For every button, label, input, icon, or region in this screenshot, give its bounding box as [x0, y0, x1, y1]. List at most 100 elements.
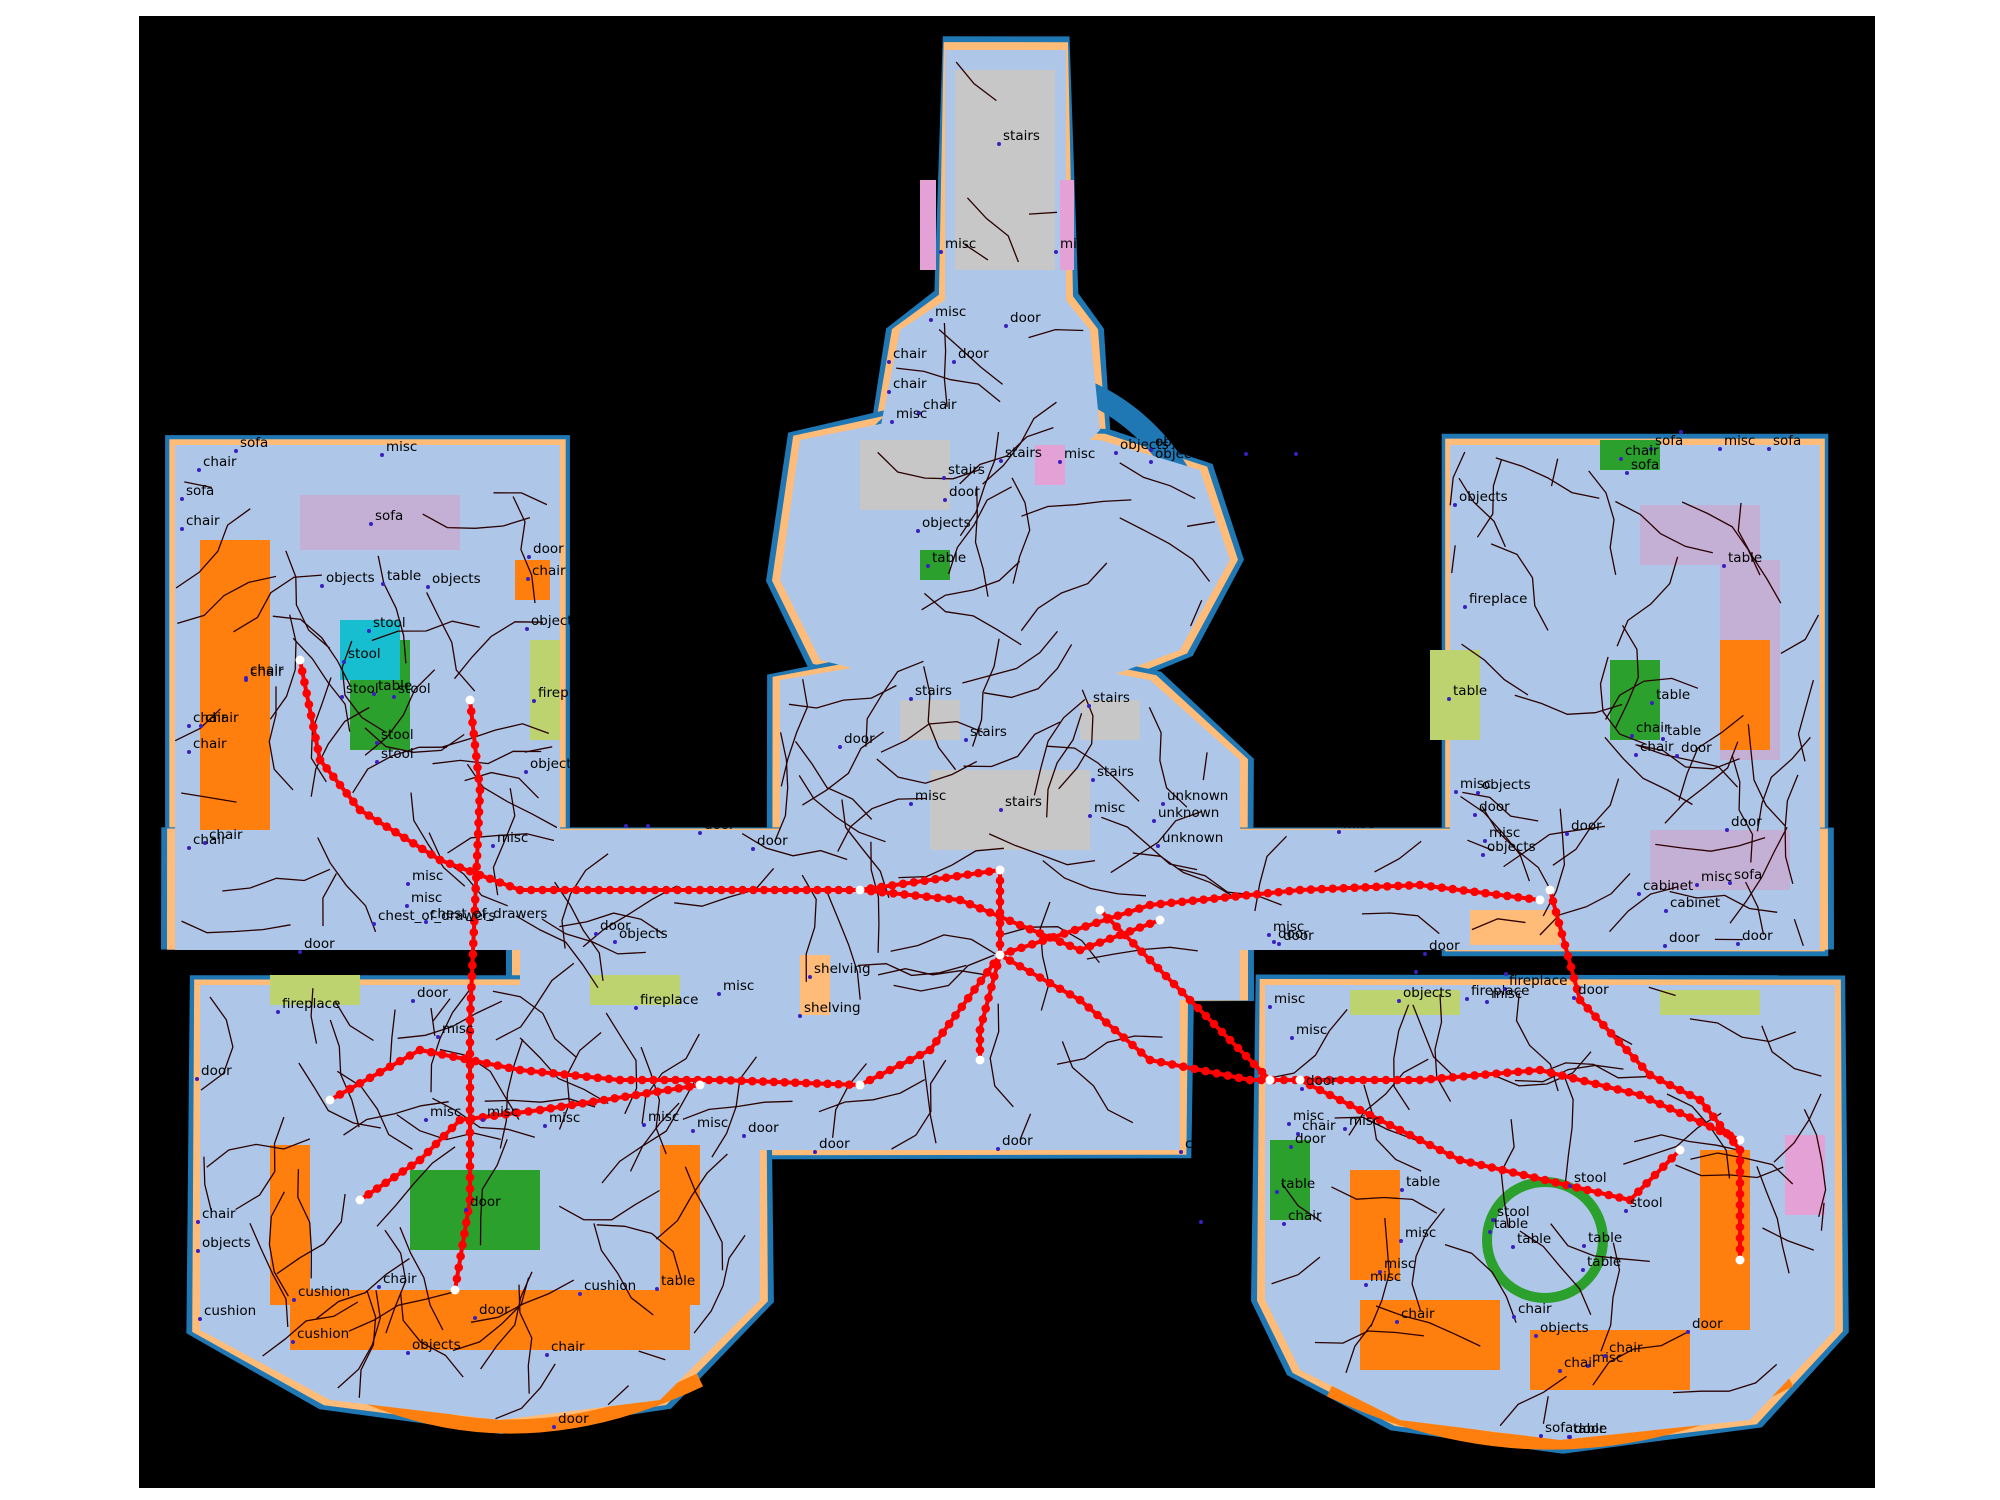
graph-edge [1803, 1109, 1827, 1218]
room-label-misc: misc [487, 1104, 518, 1120]
graph-edge [1148, 707, 1188, 808]
route-dot [1470, 1071, 1479, 1080]
room-label-table: table [1494, 1216, 1528, 1232]
room-label-stairs: stairs [1005, 445, 1042, 461]
route-dot [748, 1076, 757, 1086]
graph-edge [397, 1000, 503, 1039]
label-anchor [187, 846, 191, 850]
room-label-table: table [1281, 1176, 1315, 1192]
route-dot [578, 1099, 587, 1108]
route-dot [889, 889, 898, 898]
route-dot [1404, 1075, 1413, 1085]
label-anchor [1290, 1036, 1294, 1040]
route-dot [439, 1131, 449, 1141]
route-dot [1359, 1075, 1368, 1085]
room-label-objects: objects [1482, 777, 1531, 793]
label-anchor [1364, 1283, 1368, 1287]
route-dot [1375, 1115, 1385, 1125]
room-label-misc: misc [1296, 1022, 1327, 1038]
graph-edge [640, 1046, 667, 1155]
route-dot [1169, 979, 1179, 989]
room-label-fireplace: fireplace [640, 992, 698, 1008]
room-label-misc: misc [1685, 416, 1716, 432]
room-label-misc: misc [1491, 986, 1522, 1002]
graph-edge [831, 1063, 868, 1138]
route-dot [1274, 887, 1283, 897]
route-dot [311, 733, 320, 743]
waypoint-node [995, 950, 1005, 960]
room-label-misc: misc [1205, 1206, 1236, 1222]
route-dot [1554, 918, 1564, 928]
room-label-objects: objects [530, 756, 579, 772]
graph-edge [1028, 328, 1084, 339]
graph-edge [554, 881, 604, 981]
room-label-objects: objects [1155, 446, 1204, 462]
graph-edge [1678, 714, 1744, 801]
graph-edge [798, 775, 886, 843]
route-dot [1084, 1003, 1094, 1012]
route-dot [628, 885, 637, 895]
graph-edge [479, 1139, 508, 1246]
route-dot [1035, 973, 1045, 982]
room-label-door: door [844, 731, 875, 747]
graph-edge [1745, 881, 1765, 935]
route-dot [1135, 923, 1145, 932]
table-right-top [1600, 440, 1660, 470]
route-dot [1167, 898, 1176, 908]
graph-edge [1021, 499, 1132, 517]
graph-edge [893, 954, 995, 992]
route-dot [875, 1070, 885, 1080]
graph-edge [1462, 791, 1539, 822]
graph-edge [235, 1116, 285, 1211]
route-dot [599, 1095, 609, 1105]
chairs-left-wall [200, 540, 270, 830]
room-label-stool: stool [381, 727, 414, 743]
graph-edge [1061, 1041, 1134, 1124]
room-label-door: door [1578, 982, 1609, 998]
route-dot [791, 885, 801, 895]
label-anchor [372, 692, 376, 696]
room-label-door: door [819, 1136, 850, 1152]
label-anchor [406, 882, 410, 886]
route-dot [1614, 1037, 1624, 1046]
route-dot [834, 885, 843, 895]
route-dot [400, 833, 409, 843]
graph-edge [1375, 1305, 1481, 1347]
label-anchor [1268, 1005, 1272, 1009]
route-dot [1119, 1033, 1129, 1042]
route-dot [909, 878, 919, 887]
route-dot [995, 886, 1005, 896]
room-label-door: door [630, 810, 661, 826]
graph-edge [1119, 517, 1211, 582]
label-anchor [996, 1147, 1000, 1151]
graph-edge [200, 996, 234, 1091]
route-dot [1085, 941, 1095, 951]
room-label-chair: chair [532, 563, 566, 579]
route-dot [1234, 1073, 1244, 1083]
graph-edge [896, 367, 1001, 403]
route-dot [1177, 987, 1187, 997]
graph-edge [1793, 918, 1804, 947]
fireplace-lower-left-2 [590, 975, 680, 1005]
route-dot [1735, 1167, 1745, 1177]
graph-edge [1492, 1051, 1592, 1087]
route-dot [469, 917, 479, 926]
route-dot [1124, 907, 1133, 917]
route-dot [1231, 892, 1241, 901]
route-dot [1336, 1075, 1345, 1085]
route-dot [297, 666, 307, 676]
graph-edge [1756, 1166, 1790, 1274]
graph-edge [262, 1301, 359, 1357]
room-label-stairs: stairs [970, 724, 1007, 740]
graph-edge [1019, 1113, 1032, 1140]
route-dot [989, 972, 999, 981]
route-dot [975, 904, 985, 913]
graph-edge [1186, 521, 1215, 527]
graph-edge [1820, 1202, 1825, 1231]
graph-edge [1588, 470, 1617, 576]
route-dot [1572, 984, 1582, 994]
route-dot [1095, 938, 1105, 947]
room-label-sofa: sofa [240, 435, 268, 451]
